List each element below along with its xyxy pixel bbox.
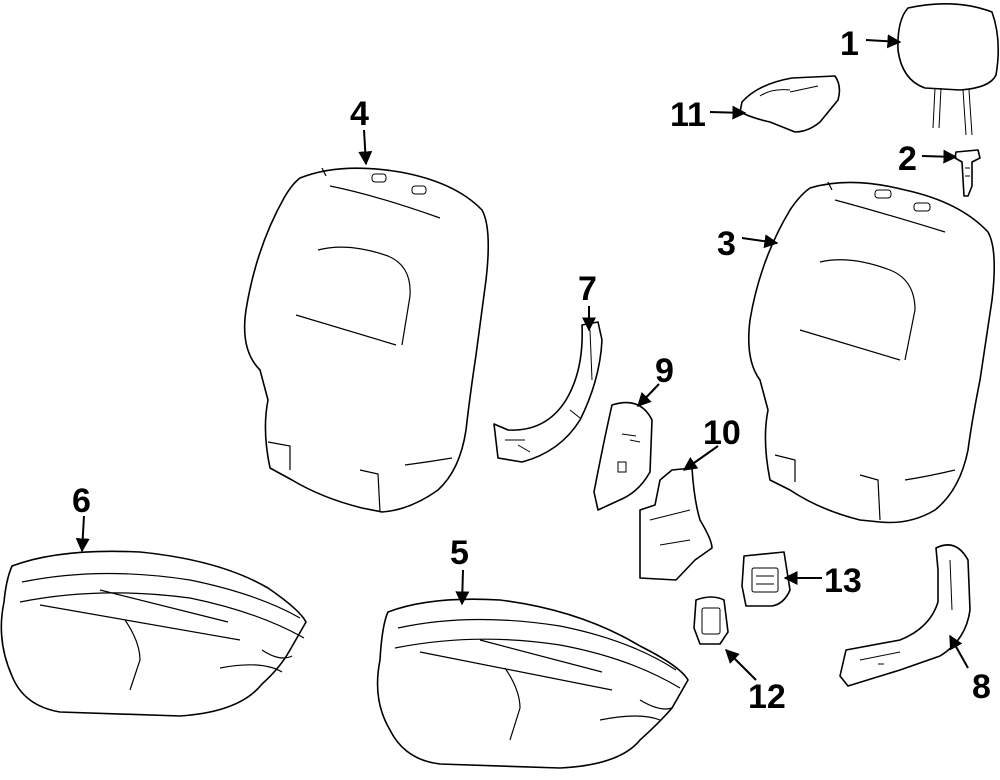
callout-6: 6: [72, 482, 91, 520]
leader-3: [741, 234, 779, 249]
callout-3: 3: [717, 225, 736, 263]
leader-4: [358, 129, 373, 166]
callout-4: 4: [350, 95, 369, 133]
part-cover-panel-9: [593, 401, 653, 511]
part-seat-back-right: [747, 181, 996, 524]
part-seat-back-left: [243, 167, 490, 513]
leader-1: [865, 34, 902, 49]
callout-12: 12: [748, 678, 786, 716]
part-seat-cushion-center: [376, 598, 689, 769]
callout-11: 11: [670, 96, 706, 134]
callout-2: 2: [898, 140, 917, 178]
callout-7: 7: [578, 270, 597, 308]
leader-6: [75, 515, 90, 553]
callout-5: 5: [450, 534, 469, 572]
callout-13: 13: [824, 562, 862, 600]
part-headrest-guide: [954, 149, 981, 197]
leader-10: [682, 445, 719, 471]
part-bracket-13: [741, 551, 791, 607]
part-frame-bracket-8: [839, 544, 971, 687]
leader-12: [725, 649, 757, 681]
callout-labels: 1 2 3 4 5 6 7 8 9 10 11 12 13: [72, 25, 991, 716]
part-belt-guide-11: [739, 75, 841, 133]
leader-11: [709, 105, 747, 120]
part-switch-12: [693, 596, 729, 645]
leader-lines: [75, 34, 969, 681]
callout-9: 9: [655, 352, 674, 390]
leader-2: [921, 149, 958, 164]
callout-8: 8: [972, 668, 991, 706]
part-headrest: [897, 3, 1000, 136]
part-seat-cushion-left: [0, 550, 307, 717]
part-trim-panel-10: [639, 467, 713, 581]
leader-5: [455, 569, 470, 606]
leader-9: [637, 383, 660, 408]
callout-10: 10: [703, 414, 741, 452]
leader-8: [949, 634, 969, 669]
callout-1: 1: [840, 25, 859, 63]
part-side-trim-7: [493, 321, 603, 463]
